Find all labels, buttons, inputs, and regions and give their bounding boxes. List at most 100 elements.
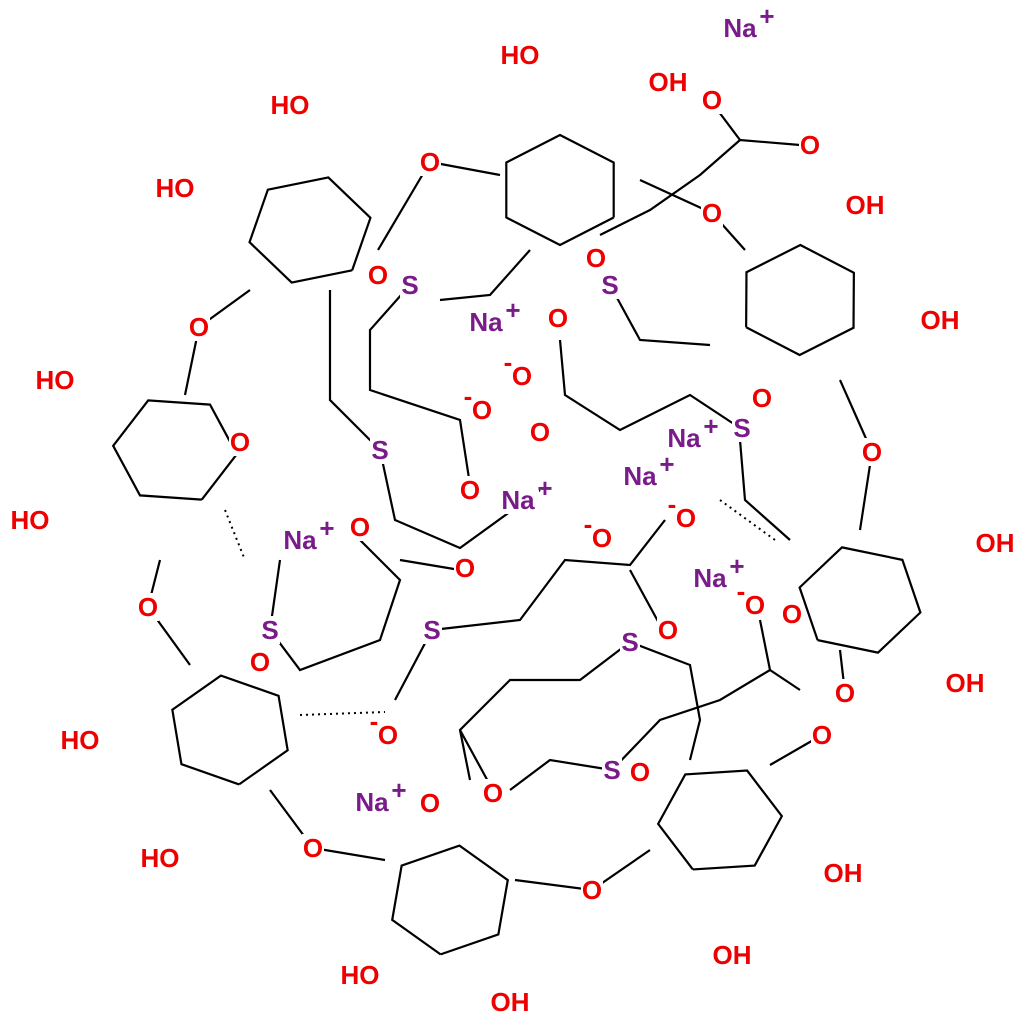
label-background	[581, 876, 603, 904]
hydroxyl-label: OH	[491, 987, 530, 1017]
sulfur-label: S	[401, 270, 418, 300]
glucose-ring	[745, 243, 855, 357]
oxygen-label: O	[530, 417, 550, 447]
label-background	[153, 174, 197, 202]
glucose-ring	[248, 176, 372, 284]
glucose-ring	[505, 133, 615, 247]
sulfur-label: S	[261, 615, 278, 645]
oxygen-label: O	[702, 198, 722, 228]
atom-labels: HOHOHOHOHOHOHOHOOHOHOHOHOHOHOHOHOOOOOOOO…	[8, 1, 1017, 1017]
bond	[509, 758, 613, 791]
sulfur-label: S	[603, 755, 620, 785]
bond	[377, 161, 431, 251]
carboxylate-oxygen-label: O	[378, 720, 398, 750]
positive-charge: +	[659, 449, 674, 479]
glucose-ring	[656, 769, 784, 871]
bond	[738, 439, 791, 541]
negative-charge: -	[737, 576, 746, 606]
hydroxyl-label: HO	[156, 173, 195, 203]
label-background	[188, 313, 210, 341]
hydroxyl-label: OH	[976, 528, 1015, 558]
bond	[439, 249, 531, 302]
label-background	[338, 961, 382, 989]
sulfur-label: S	[601, 270, 618, 300]
label-background	[781, 600, 803, 628]
bond	[758, 619, 772, 671]
label-background	[821, 859, 865, 887]
label-background	[600, 271, 620, 299]
label-background	[488, 988, 532, 1016]
label-background	[454, 554, 476, 582]
label-background	[482, 779, 504, 807]
bond	[458, 641, 631, 781]
label-background	[657, 616, 679, 644]
label-background	[465, 308, 507, 336]
hydroxyl-label: OH	[824, 858, 863, 888]
positive-charge: +	[537, 473, 552, 503]
bond	[514, 878, 593, 892]
glucose-ring	[798, 546, 922, 654]
hydroxyl-label: HO	[141, 843, 180, 873]
label-background	[646, 68, 690, 96]
sodium-label: Na	[355, 787, 389, 817]
carboxylate-oxygen-label: O	[472, 395, 492, 425]
oxygen-label: O	[138, 592, 158, 622]
hydroxyl-label: OH	[946, 668, 985, 698]
label-background	[675, 504, 697, 532]
label-background	[279, 526, 321, 554]
bond	[609, 284, 711, 347]
negative-charge: -	[464, 381, 473, 411]
label-background	[701, 199, 723, 227]
hydroxyl-label: OH	[846, 190, 885, 220]
label-background	[529, 418, 551, 446]
negative-charge: -	[370, 706, 379, 736]
label-background	[33, 366, 77, 394]
label-background	[591, 524, 613, 552]
label-background	[619, 462, 661, 490]
positive-charge: +	[505, 295, 520, 325]
bond	[368, 284, 472, 486]
carboxylate-oxygen-label: O	[745, 590, 765, 620]
bond	[399, 558, 461, 572]
glucose-ring	[171, 674, 289, 786]
bond	[639, 179, 713, 214]
hydroxyl-label: HO	[61, 725, 100, 755]
oxygen-label: O	[862, 437, 882, 467]
label-background	[249, 648, 271, 676]
oxygen-label: O	[250, 647, 270, 677]
negative-charge: -	[668, 489, 677, 519]
hydroxyl-label: HO	[36, 365, 75, 395]
bond	[611, 668, 801, 771]
oxygen-label: O	[189, 312, 209, 342]
bond	[629, 640, 702, 761]
sodium-label: Na	[667, 423, 701, 453]
oxygen-label: O	[752, 383, 772, 413]
sodium-label: Na	[693, 563, 727, 593]
glucose-ring	[391, 844, 509, 956]
bond	[431, 519, 666, 632]
oxygen-label: O	[586, 243, 606, 273]
oxygen-label: O	[702, 85, 722, 115]
label-background	[701, 86, 723, 114]
oxygen-label: O	[812, 720, 832, 750]
oxygen-label: O	[420, 147, 440, 177]
label-background	[260, 616, 280, 644]
label-background	[719, 14, 761, 42]
oxygen-label: O	[782, 599, 802, 629]
label-background	[370, 436, 390, 464]
oxygen-label: O	[548, 303, 568, 333]
label-background	[689, 564, 731, 592]
oxygen-label: O	[368, 260, 388, 290]
label-background	[137, 593, 159, 621]
glucose-ring	[111, 399, 239, 501]
label-background	[302, 834, 324, 862]
positive-charge: +	[729, 551, 744, 581]
label-background	[459, 476, 481, 504]
carboxylate-oxygen-label: O	[592, 523, 612, 553]
oxygen-label: O	[460, 475, 480, 505]
label-background	[419, 789, 441, 817]
bond	[599, 138, 801, 236]
bond	[328, 290, 541, 550]
